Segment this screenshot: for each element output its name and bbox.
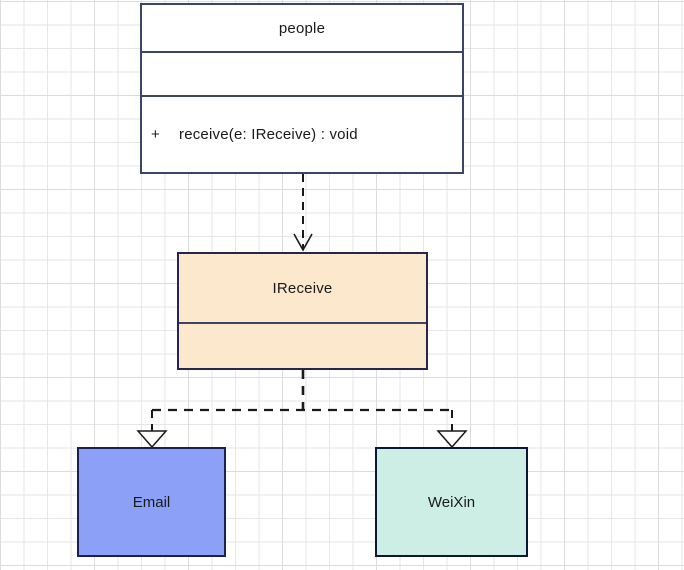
class-box-ireceive[interactable]: IReceive [177,252,428,370]
edge-people-uses-ireceive [293,174,313,252]
method-row: + receive(e: IReceive) : void [151,126,358,143]
class-attributes-people [142,51,462,95]
class-name-people: people [142,5,462,51]
method-signature: receive(e: IReceive) : void [179,126,358,143]
class-box-weixin[interactable]: WeiXin [375,447,528,557]
class-name-label: people [278,19,326,37]
class-members-ireceive [179,322,426,368]
class-name-ireceive: IReceive [179,254,426,322]
edge-weixin-realizes-ireceive [436,410,468,449]
edge-email-realizes-ireceive [136,410,168,449]
edge-realization-trunk [152,370,452,412]
open-arrowhead-icon [293,233,313,252]
class-name-email: Email [79,449,224,555]
class-name-label: Email [132,493,171,511]
class-name-label: IReceive [272,279,333,297]
class-name-weixin: WeiXin [377,449,526,555]
hollow-triangle-icon [136,430,168,449]
class-box-email[interactable]: Email [77,447,226,557]
class-name-label: WeiXin [427,493,476,511]
class-methods-people: + receive(e: IReceive) : void [142,95,462,172]
class-box-people[interactable]: people + receive(e: IReceive) : void [140,3,464,174]
method-visibility: + [151,126,160,143]
hollow-triangle-icon [436,430,468,449]
